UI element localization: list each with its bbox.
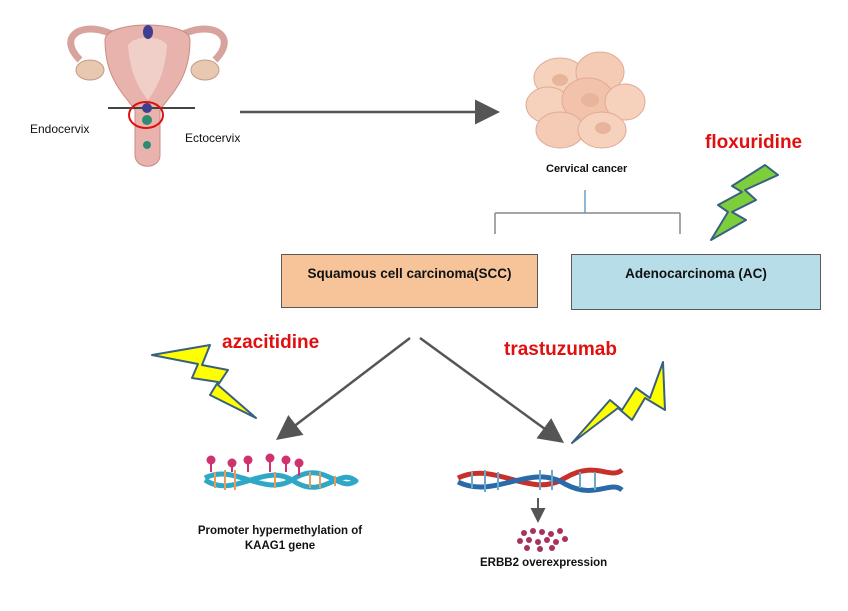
- scc-box: Squamous cell carcinoma(SCC): [281, 254, 538, 308]
- protein-dots-icon: [517, 528, 568, 552]
- arrow-to-erbb2: [419, 336, 565, 443]
- promoter-hypermethylation-label: Promoter hypermethylation of KAAG1 gene: [180, 524, 380, 554]
- azacitidine-label: azacitidine: [222, 332, 320, 353]
- cancer-cells-illustration: [525, 51, 646, 149]
- methylated-dna-icon: [203, 453, 359, 490]
- cervical-cancer-label: Cervical cancer: [546, 163, 628, 175]
- ac-label: Adenocarcinoma (AC): [625, 266, 767, 281]
- floxuridine-label: floxuridine: [705, 132, 803, 153]
- promoter-line-1: Promoter hypermethylation of: [197, 525, 363, 537]
- yellow-lightning-icon-left: [151, 344, 257, 419]
- green-lightning-icon: [710, 164, 779, 241]
- promoter-line-2: KAAG1 gene: [244, 540, 316, 552]
- subtype-bracket: [494, 190, 681, 234]
- trastuzumab-label: trastuzumab: [504, 339, 617, 360]
- arrow-to-methylation: [276, 337, 411, 441]
- scc-label: Squamous cell carcinoma(SCC): [307, 266, 512, 281]
- uterus-illustration: [67, 24, 228, 167]
- dna-helix-icon: [456, 467, 624, 493]
- erbb2-overexpression-label: ERBB2 overexpression: [480, 557, 608, 569]
- ac-box: Adenocarcinoma (AC): [571, 254, 821, 310]
- ectocervix-label: Ectocervix: [185, 131, 241, 145]
- yellow-lightning-icon-right: [571, 361, 666, 444]
- endocervix-label: Endocervix: [30, 122, 90, 136]
